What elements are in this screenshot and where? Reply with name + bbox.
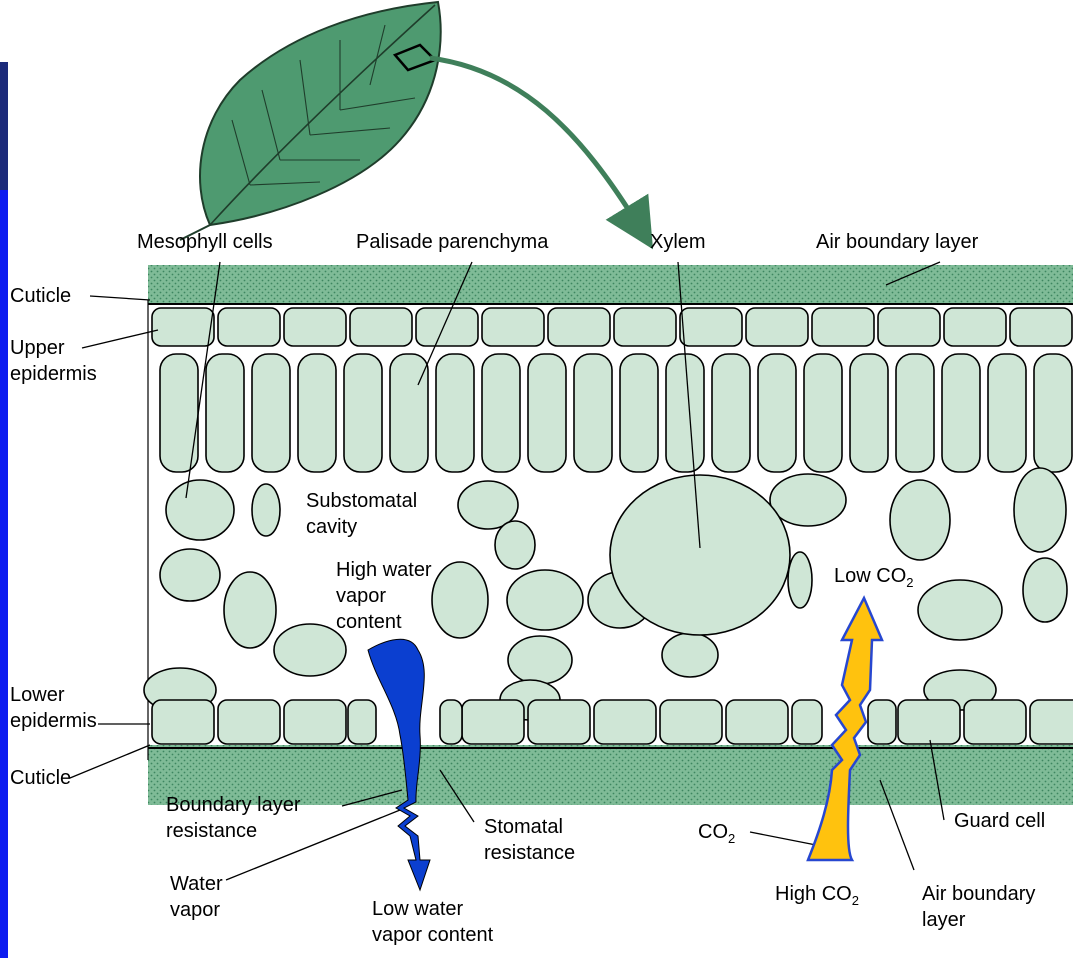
label-boundary-resistance-2: resistance bbox=[166, 820, 257, 842]
lower-epidermis-cell bbox=[594, 700, 656, 744]
label-guard-cell: Guard cell bbox=[954, 810, 1045, 832]
label-high-water-2: vapor bbox=[336, 585, 386, 607]
palisade-cell bbox=[206, 354, 244, 472]
label-cuticle-bottom: Cuticle bbox=[10, 767, 71, 789]
palisade-cell bbox=[850, 354, 888, 472]
upper-epidermis-cell bbox=[746, 308, 808, 346]
label-substomatal-1: Substomatal bbox=[306, 490, 417, 512]
guard-cell bbox=[348, 700, 376, 744]
zoom-arrow bbox=[430, 58, 640, 228]
label-high-water-3: content bbox=[336, 611, 402, 633]
spongy-mesophyll-cell bbox=[662, 633, 718, 677]
palisade-cell bbox=[712, 354, 750, 472]
label-low-co2: Low CO2 bbox=[834, 565, 913, 590]
label-water-vapor-2: vapor bbox=[170, 899, 220, 921]
label-xylem: Xylem bbox=[650, 231, 706, 253]
label-lower-epidermis-1: Lower bbox=[10, 684, 65, 706]
spongy-mesophyll-cell bbox=[1023, 558, 1067, 622]
label-substomatal-2: cavity bbox=[306, 516, 357, 538]
guard-cell bbox=[792, 700, 822, 744]
upper-epidermis-cell bbox=[350, 308, 412, 346]
spongy-mesophyll-cell bbox=[252, 484, 280, 536]
spongy-mesophyll-cell bbox=[890, 480, 950, 560]
spongy-mesophyll-cell bbox=[432, 562, 488, 638]
lower-epidermis-cell bbox=[964, 700, 1026, 744]
label-mesophyll-cells: Mesophyll cells bbox=[137, 231, 273, 253]
label-air-boundary-bottom-2: layer bbox=[922, 909, 966, 931]
spongy-mesophyll-cell bbox=[770, 474, 846, 526]
palisade-cell bbox=[436, 354, 474, 472]
palisade-cell bbox=[666, 354, 704, 472]
palisade-cell bbox=[620, 354, 658, 472]
palisade-cell bbox=[528, 354, 566, 472]
upper-epidermis-cell bbox=[152, 308, 214, 346]
palisade-cell bbox=[1034, 354, 1072, 472]
xylem-bundle bbox=[610, 475, 790, 635]
palisade-cell bbox=[574, 354, 612, 472]
spongy-mesophyll-cell bbox=[507, 570, 583, 630]
upper-epidermis-cell bbox=[944, 308, 1006, 346]
label-high-water-1: High water bbox=[336, 559, 432, 581]
lower-epidermis-cell bbox=[660, 700, 722, 744]
label-boundary-resistance-1: Boundary layer bbox=[166, 794, 301, 816]
label-lower-epidermis-2: epidermis bbox=[10, 710, 97, 732]
label-upper-epidermis-1: Upper bbox=[10, 337, 65, 359]
lower-epidermis-cell bbox=[528, 700, 590, 744]
top-air-boundary-band bbox=[148, 265, 1073, 305]
label-low-water-1: Low water bbox=[372, 898, 463, 920]
upper-epidermis-cell bbox=[812, 308, 874, 346]
upper-epidermis-cell bbox=[482, 308, 544, 346]
palisade-cell bbox=[390, 354, 428, 472]
upper-epidermis-cell bbox=[614, 308, 676, 346]
label-palisade-parenchyma: Palisade parenchyma bbox=[356, 231, 549, 253]
lower-epidermis-cell bbox=[1030, 700, 1073, 744]
spongy-mesophyll-cell bbox=[495, 521, 535, 569]
label-air-boundary-bottom-1: Air boundary bbox=[922, 883, 1035, 905]
spongy-mesophyll-cell bbox=[224, 572, 276, 648]
label-stomatal-resistance-1: Stomatal bbox=[484, 816, 563, 838]
spongy-mesophyll-cell bbox=[1014, 468, 1066, 552]
spongy-mesophyll-cell bbox=[160, 549, 220, 601]
palisade-cell bbox=[344, 354, 382, 472]
guard-cell bbox=[868, 700, 896, 744]
spongy-mesophyll-cell bbox=[508, 636, 572, 684]
lower-epidermis-cell bbox=[218, 700, 280, 744]
lower-epidermis-cell bbox=[462, 700, 524, 744]
spongy-mesophyll-cell bbox=[918, 580, 1002, 640]
upper-epidermis-cell bbox=[218, 308, 280, 346]
label-upper-epidermis-2: epidermis bbox=[10, 363, 97, 385]
palisade-cell bbox=[804, 354, 842, 472]
label-water-vapor-1: Water bbox=[170, 873, 223, 895]
lower-epidermis-cell bbox=[284, 700, 346, 744]
lower-epidermis-cell bbox=[726, 700, 788, 744]
label-stomatal-resistance-2: resistance bbox=[484, 842, 575, 864]
upper-epidermis-cell bbox=[548, 308, 610, 346]
upper-epidermis-cell bbox=[284, 308, 346, 346]
upper-epidermis-cell bbox=[878, 308, 940, 346]
label-air-boundary-layer-top: Air boundary layer bbox=[816, 231, 979, 253]
palisade-cell bbox=[942, 354, 980, 472]
upper-epidermis-cell bbox=[680, 308, 742, 346]
label-co2: CO2 bbox=[698, 821, 735, 846]
spongy-mesophyll-cell bbox=[166, 480, 234, 540]
palisade-cell bbox=[252, 354, 290, 472]
palisade-cell bbox=[758, 354, 796, 472]
upper-epidermis-cell bbox=[416, 308, 478, 346]
upper-epidermis-cell bbox=[1010, 308, 1072, 346]
palisade-cell bbox=[988, 354, 1026, 472]
lower-epidermis-cell bbox=[898, 700, 960, 744]
spongy-mesophyll-cell bbox=[788, 552, 812, 608]
leaf-illustration bbox=[180, 2, 441, 240]
label-cuticle-top: Cuticle bbox=[10, 285, 71, 307]
guard-cell bbox=[440, 700, 462, 744]
palisade-cell bbox=[896, 354, 934, 472]
label-high-co2: High CO2 bbox=[775, 883, 859, 908]
lower-epidermis-cell bbox=[152, 700, 214, 744]
cell-layer bbox=[144, 308, 1073, 744]
palisade-cell bbox=[298, 354, 336, 472]
palisade-cell bbox=[482, 354, 520, 472]
label-low-water-2: vapor content bbox=[372, 924, 494, 946]
